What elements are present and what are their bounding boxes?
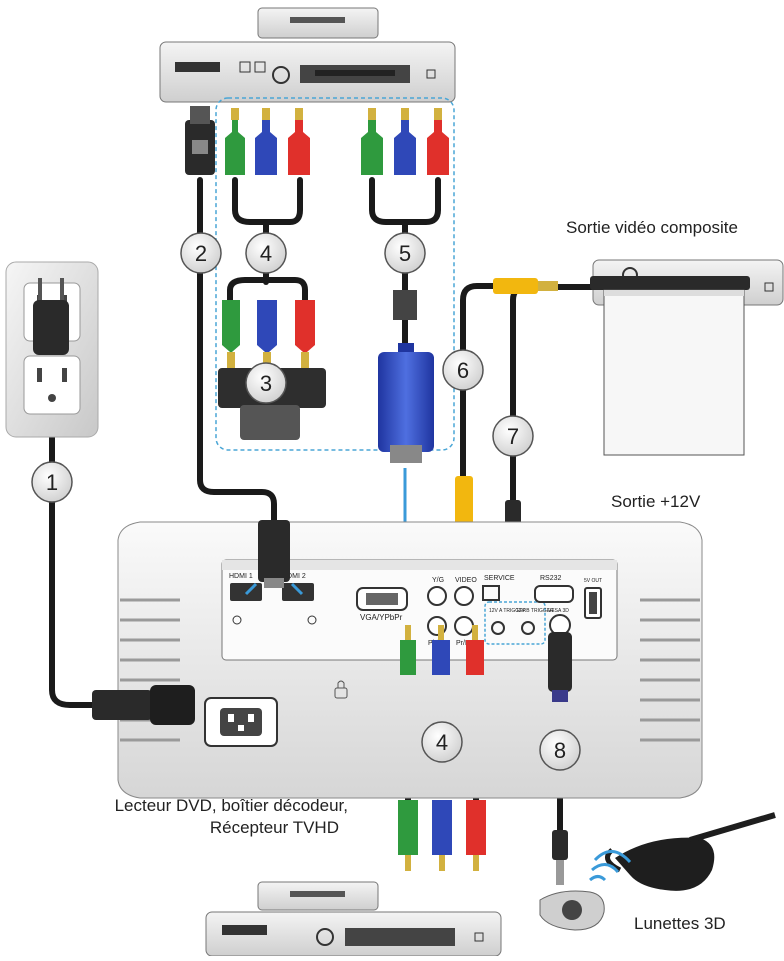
vga-connector <box>378 290 434 463</box>
12v-output-label: Sortie +12V <box>611 492 701 511</box>
badge-3: 3 <box>245 362 287 404</box>
video-port-label: VIDEO <box>455 577 477 584</box>
badge-2: 2 <box>180 232 222 274</box>
power-plug <box>33 278 69 355</box>
port-usb: 5V OUT <box>584 578 602 619</box>
hdmi1-label: HDMI 1 <box>229 573 253 580</box>
badge-8-number: 8 <box>554 738 566 763</box>
usb-port-label: 5V OUT <box>584 578 602 584</box>
hdmi2-label: HDMI 2 <box>282 573 306 580</box>
badge-4-bottom: 4 <box>421 721 463 763</box>
badge-4-top-number: 4 <box>260 241 272 266</box>
projection-screen <box>590 276 750 456</box>
bottom-dvd-player <box>205 881 502 957</box>
trigger-b-label: 12V B TRIGGER <box>516 608 554 614</box>
hdmi-plug-bottom <box>258 520 290 588</box>
source-device-label-line1: Lecteur DVD, boîtier décodeur, <box>114 796 348 815</box>
trigger-a-label: 12V A TRIGGER <box>489 608 527 614</box>
source-device-label-line2: Récepteur TVHD <box>209 818 339 837</box>
ir-emitter-icon <box>539 850 632 931</box>
rs232-port-label: RS232 <box>540 575 562 582</box>
port-vga: VGA/YPbPr <box>356 587 408 622</box>
badge-6: 6 <box>442 349 484 391</box>
service-port-label: SERVICE <box>484 575 515 582</box>
badge-1: 1 <box>31 461 73 503</box>
badge-6-number: 6 <box>457 358 469 383</box>
badge-1-number: 1 <box>46 470 58 495</box>
yg-port-label: Y/G <box>432 577 444 584</box>
composite-cable <box>460 283 498 523</box>
vesa3d-port-label: VESA 3D <box>548 608 569 614</box>
badge-7: 7 <box>492 415 534 457</box>
vga-port-label: VGA/YPbPr <box>360 613 403 622</box>
badge-4-top: 4 <box>245 232 287 274</box>
component-group-box <box>215 97 455 451</box>
power-connector <box>92 685 195 725</box>
badge-2-number: 2 <box>195 241 207 266</box>
ac-socket <box>204 697 278 747</box>
3d-glasses-label: Lunettes 3D <box>634 914 726 933</box>
top-dvd-player <box>159 7 456 103</box>
badge-5-number: 5 <box>399 241 411 266</box>
composite-output-label: Sortie vidéo composite <box>566 218 738 237</box>
rca-plugs-bottom-top <box>400 625 484 675</box>
badges: 1 2 3 4 5 6 7 4 <box>31 232 581 771</box>
badge-4-bottom-number: 4 <box>436 730 448 755</box>
badge-5: 5 <box>384 232 426 274</box>
trigger-cable <box>510 284 603 543</box>
badge-3-number: 3 <box>260 371 272 396</box>
prr-port-label: Pr/R <box>456 640 470 647</box>
hdmi-arrows <box>244 582 304 596</box>
power-cable <box>49 327 95 708</box>
port-service-trigger: SERVICE 12V A TRIGGER 12V B TRIGGER <box>482 575 554 645</box>
hdmi-cable <box>197 177 277 523</box>
rca-plugs-top-4 <box>225 108 310 175</box>
kensington-lock-icon <box>334 680 348 699</box>
component-cable-top-yoke <box>232 177 303 225</box>
hdmi-plug-top <box>185 106 215 175</box>
vesa-3d-connector <box>548 632 572 885</box>
rca-plugs-bottom-lower <box>398 800 486 871</box>
3d-glasses-icon <box>605 812 776 891</box>
rca-plugs-top-5 <box>361 108 449 175</box>
composite-plug-top <box>493 278 558 294</box>
rca-plugs-adapter <box>222 300 315 370</box>
badge-7-number: 7 <box>507 424 519 449</box>
badge-8: 8 <box>539 729 581 771</box>
